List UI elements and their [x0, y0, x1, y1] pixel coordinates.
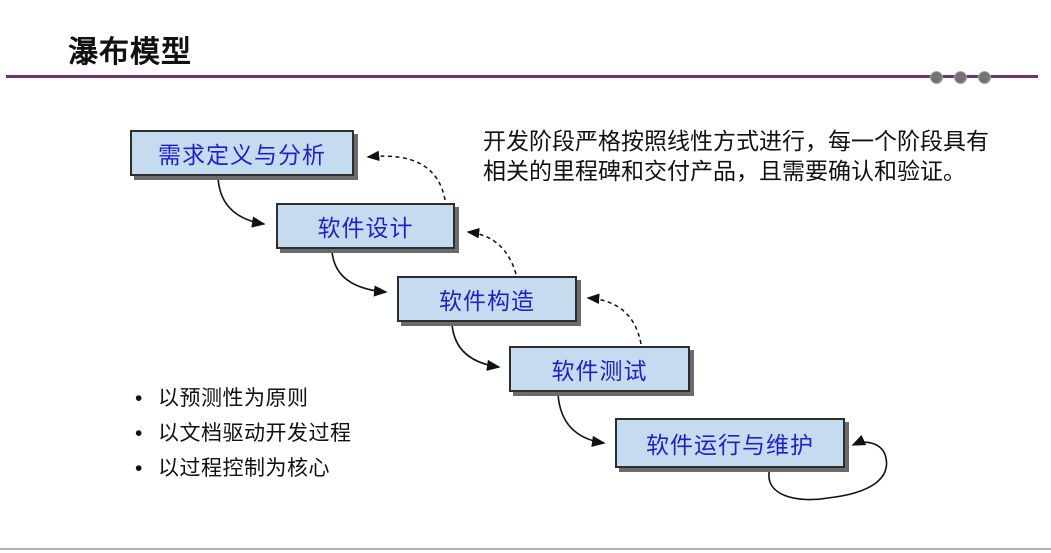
- list-item: • 以文档驱动开发过程: [135, 423, 352, 444]
- bullet-text: 以文档驱动开发过程: [158, 422, 352, 445]
- bullet-text: 以预测性为原则: [158, 387, 309, 410]
- feedback-arrow-testing-to-construction: [586, 293, 642, 345]
- divider-dot-icon: [954, 71, 967, 84]
- bullet-list: • 以预测性为原则 • 以文档驱动开发过程 • 以过程控制为核心: [135, 388, 352, 493]
- flow-box-testing: 软件测试: [509, 346, 690, 392]
- flow-box-label: 软件测试: [551, 358, 648, 384]
- divider-dot-icon: [978, 71, 991, 84]
- list-item: • 以预测性为原则: [135, 388, 352, 409]
- description-paragraph: 开发阶段严格按照线性方式进行，每一个阶段具有 相关的里程碑和交付产品，且需要确认…: [483, 126, 989, 186]
- bullet-text: 以过程控制为核心: [158, 457, 330, 480]
- flow-box-maintenance: 软件运行与维护: [615, 418, 845, 468]
- arrow-construction-to-testing: [451, 323, 501, 371]
- flow-box-design: 软件设计: [276, 203, 455, 249]
- arrow-design-to-construction: [331, 250, 388, 297]
- description-line: 相关的里程碑和交付产品，且需要确认和验证。: [483, 158, 966, 184]
- flow-box-label: 需求定义与分析: [158, 142, 326, 168]
- arrow-requirements-to-design: [217, 176, 266, 228]
- title-divider-line: [6, 75, 1038, 78]
- flow-box-label: 软件运行与维护: [646, 432, 814, 458]
- flow-box-label: 软件设计: [317, 215, 414, 241]
- arrow-testing-to-maintenance: [557, 393, 606, 447]
- feedback-arrow-construction-to-design: [466, 227, 517, 275]
- list-item: • 以过程控制为核心: [135, 458, 352, 479]
- divider-dot-icon: [930, 71, 943, 84]
- feedback-arrow-design-to-requirements: [366, 150, 446, 201]
- description-line: 开发阶段严格按照线性方式进行，每一个阶段具有: [483, 128, 989, 154]
- flow-box-requirements: 需求定义与分析: [130, 130, 354, 176]
- slide-title: 瀑布模型: [68, 36, 192, 69]
- bullet-marker: •: [135, 457, 143, 480]
- footer-divider-line: [0, 548, 1051, 550]
- bullet-marker: •: [135, 387, 143, 410]
- flow-box-construction: 软件构造: [397, 276, 577, 322]
- flow-box-label: 软件构造: [439, 288, 535, 314]
- bullet-marker: •: [135, 422, 143, 445]
